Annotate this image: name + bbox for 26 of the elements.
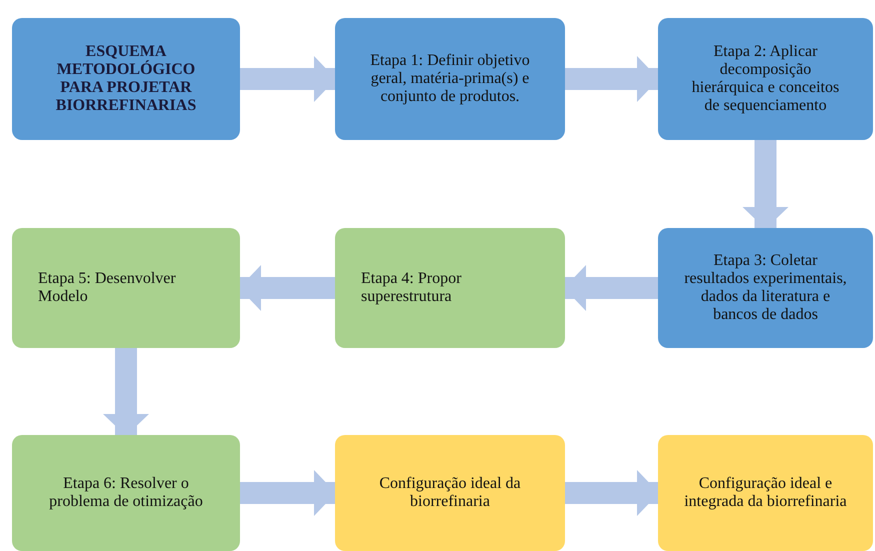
process-box [12, 435, 240, 551]
block-arrow [565, 470, 659, 516]
step-text: Etapa 5: Desenvolver Modelo [38, 270, 177, 306]
process-box [335, 18, 565, 140]
step-text: ESQUEMA METODOLÓGICO PARA PROJETAR BIORREFINARIAS [54, 43, 198, 115]
process-box [12, 18, 240, 140]
process-box [335, 228, 565, 348]
block-arrow [240, 56, 336, 102]
step-text: Configuração ideal da biorrefinaria [378, 475, 522, 511]
block-arrow [240, 470, 336, 516]
block-arrow [103, 348, 149, 436]
block-arrow [565, 56, 659, 102]
process-box [658, 18, 873, 140]
process-box [335, 435, 565, 551]
process-box [658, 228, 873, 348]
process-box [12, 228, 240, 348]
step-text: Etapa 6: Resolver o problema de otimização [48, 475, 204, 511]
block-arrow [239, 265, 335, 311]
block-arrow [564, 265, 658, 311]
step-text: Etapa 4: Propor superestrutura [361, 270, 462, 306]
step-text: Etapa 2: Aplicar decomposição hierárquica e conceitos de sequenciamento [690, 43, 840, 115]
process-box [658, 435, 873, 551]
step-text: Etapa 1: Definir objetivo geral, matéria-prima(s) e conjunto de produtos. [369, 52, 531, 106]
step-text: Configuração ideal e integrada da biorrefinaria [684, 475, 847, 511]
step-text: Etapa 3: Coletar resultados experimentais, dados da literatura e bancos de dados [684, 252, 847, 324]
block-arrow [742, 140, 788, 229]
